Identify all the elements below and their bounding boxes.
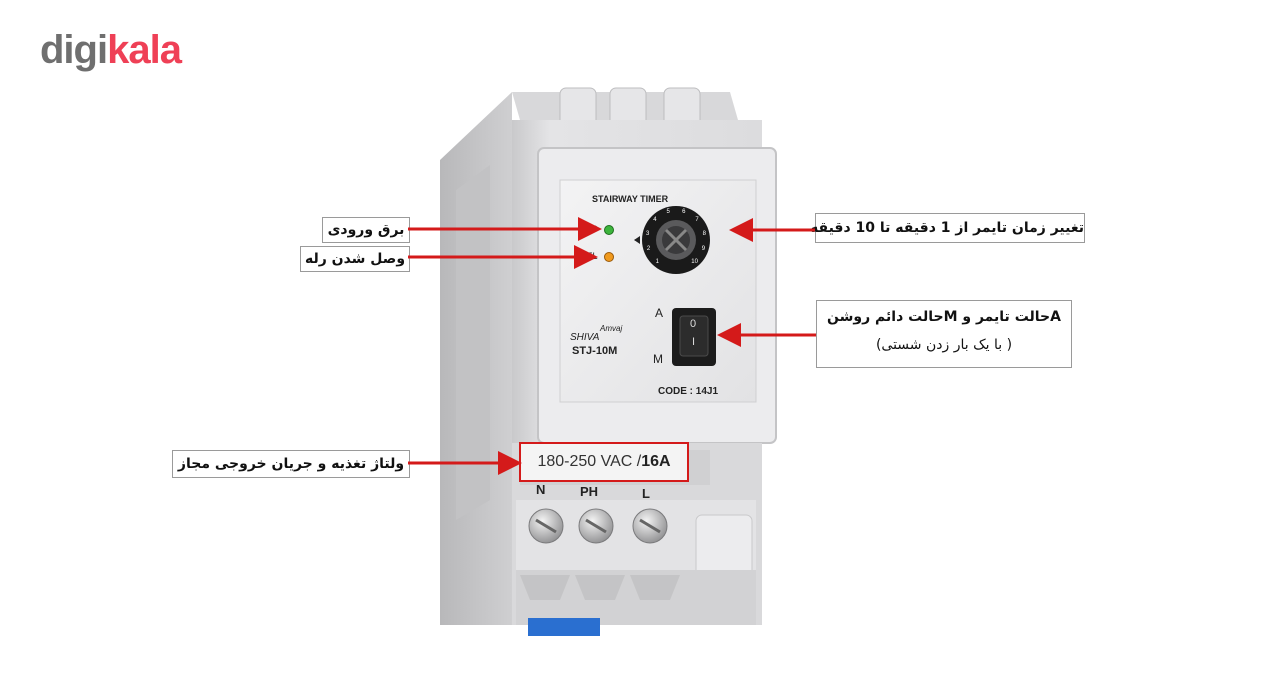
stairway-timer-device: STAIRWAY TIMER AC REL SHIVA Amvaj STJ-10…: [420, 80, 780, 640]
switch-0-label: 0: [690, 318, 697, 330]
callout-voltage-current: ولتاژ تغذیه و جریان خروجی مجاز: [172, 450, 410, 478]
voltage-text: 180-250 VAC /: [537, 453, 642, 470]
led-rel-label: REL: [580, 251, 598, 261]
dial-mark: 5: [666, 209, 670, 216]
switch-a-label: A: [655, 306, 664, 320]
code-label: CODE : 14J1: [658, 386, 719, 397]
dial-mark: 2: [646, 246, 651, 253]
callout-input-power: برق ورودی: [322, 217, 410, 243]
callout-timer-change-text: تغییر زمان تایمر از 1 دقیقه تا 10 دقیقه: [810, 220, 1084, 236]
callout-relay-on: وصل شدن رله: [300, 246, 410, 272]
terminal-ph-label: PH: [580, 484, 599, 499]
switch-1-label: I: [692, 336, 696, 348]
logo-red-part: kala: [107, 28, 182, 72]
callout-timer-change: تغییر زمان تایمر از 1 دقیقه تا 10 دقیقه: [810, 213, 1085, 243]
switch-m-label: M: [653, 352, 663, 366]
callout-voltage-current-text: ولتاژ تغذیه و جریان خروجی مجاز: [177, 456, 405, 472]
logo-gray-part: digi: [40, 28, 108, 72]
current-text: 16A: [641, 453, 671, 470]
brand-amvaj-label: Amvaj: [600, 324, 623, 333]
callout-mode-line1: Aحالت تایمر و Mحالت دائم روشن: [827, 309, 1061, 325]
dial-mark: 8: [702, 230, 706, 237]
callout-mode: Aحالت تایمر و Mحالت دائم روشن ( با یک با…: [816, 300, 1072, 368]
terminal-n-label: N: [536, 482, 546, 497]
model-label: STJ-10M: [572, 345, 618, 357]
voltage-current-box: 180-250 VAC / 16A: [519, 442, 689, 482]
dial-mark: 4: [653, 217, 657, 224]
callout-input-power-text: برق ورودی: [327, 222, 405, 238]
terminal-l-label: L: [642, 486, 650, 501]
led-ac-label: AC: [585, 224, 598, 234]
callout-mode-line2: ( با یک بار زدن شستی): [875, 337, 1013, 353]
brand-shiva-label: SHIVA: [570, 332, 600, 343]
dial-mark: 6: [682, 209, 686, 216]
dial-mark: 3: [645, 230, 650, 237]
device-header-label: STAIRWAY TIMER: [592, 194, 669, 204]
digikala-logo: digikala: [40, 28, 182, 72]
dial-mark: 1: [655, 259, 660, 266]
device-body-illustration: [440, 87, 777, 636]
dial-mark: 9: [701, 246, 706, 253]
callout-relay-on-text: وصل شدن رله: [304, 251, 406, 267]
dial-mark: 7: [695, 217, 699, 224]
dial-mark: 10: [691, 259, 698, 266]
